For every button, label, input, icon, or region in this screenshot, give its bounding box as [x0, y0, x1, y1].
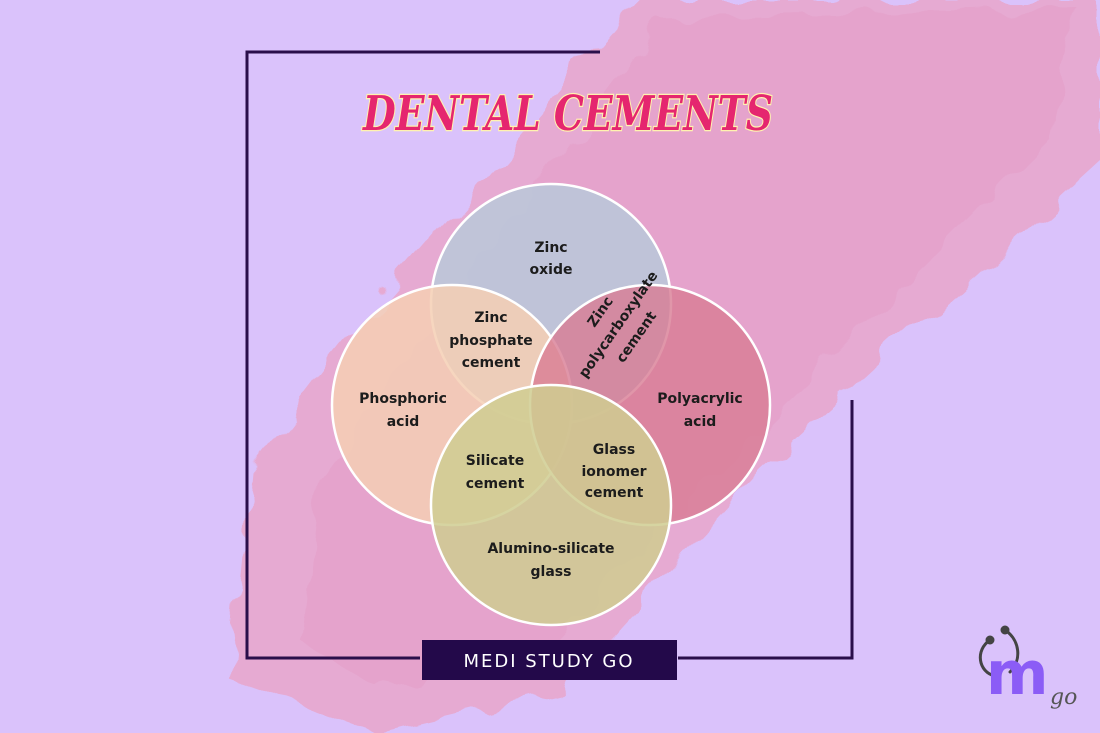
label-line: Glass: [593, 442, 635, 458]
label-line: oxide: [530, 262, 573, 278]
label-line: ionomer: [582, 464, 647, 480]
label-line: phosphate: [449, 333, 533, 349]
overlap-label-silicate-cement: Silicate cement: [466, 453, 525, 492]
venn-diagram: [330, 182, 772, 627]
circle-label-phosphoric-acid: Phosphoric acid: [359, 391, 447, 430]
circle-label-zinc-oxide: Zinc oxide: [530, 240, 573, 278]
label-line: Silicate: [466, 453, 524, 469]
brand-banner-background: [422, 640, 677, 680]
label-line: cement: [466, 476, 525, 492]
brand-banner: MEDI STUDY GO: [422, 640, 677, 680]
brand-logo: m go: [979, 625, 1077, 710]
logo-letter: m: [986, 639, 1049, 709]
label-line: glass: [531, 564, 572, 580]
overlap-label-glass-ionomer-cement: Glass ionomer cement: [582, 442, 647, 501]
frame-top-left: [245, 50, 600, 660]
label-line: Zinc: [534, 240, 567, 256]
frame-bottom-right: [678, 400, 854, 660]
label-line: Zinc: [474, 310, 507, 326]
label-line: Polyacrylic: [657, 391, 742, 407]
stethoscope-icon: [979, 625, 1020, 678]
label-line: acid: [684, 414, 717, 430]
label-line: Phosphoric: [359, 391, 447, 407]
circle-alumino-silicate-glass: [429, 383, 673, 627]
frame: [245, 50, 854, 660]
circle-label-alumino-silicate-glass: Alumino-silicate glass: [487, 541, 614, 580]
label-line: Alumino-silicate: [487, 541, 614, 557]
label-line: cement: [585, 485, 644, 501]
logo-script: go: [1050, 685, 1077, 710]
circle-label-polyacrylic-acid: Polyacrylic acid: [657, 391, 742, 430]
brand-banner-text: MEDI STUDY GO: [463, 651, 634, 672]
overlap-label-zinc-phosphate-cement: Zinc phosphate cement: [449, 310, 533, 371]
label-line: cement: [462, 355, 521, 371]
label-line: acid: [387, 414, 420, 430]
page-title: DENTAL CEMENTS: [361, 86, 773, 142]
